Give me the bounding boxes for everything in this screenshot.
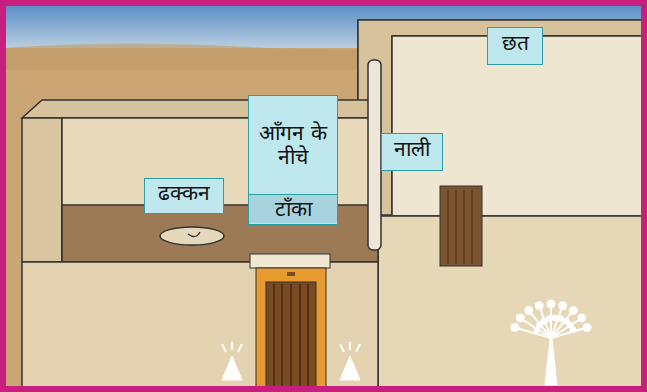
door-decoration — [222, 342, 360, 380]
building-front-wall — [378, 216, 647, 392]
roof-label: छत — [487, 27, 543, 65]
tree-leaf — [547, 300, 555, 308]
roof-parapet — [358, 20, 647, 215]
tree-branch — [550, 304, 552, 338]
pipe-label: नाली — [381, 133, 443, 171]
tree-leaf — [583, 323, 591, 331]
courtyard-front-wall — [22, 262, 378, 392]
tree-leaf — [516, 314, 524, 322]
tree-leaf — [578, 314, 586, 322]
tree-leaf — [511, 323, 519, 331]
inner-door — [440, 186, 482, 266]
tree-motif — [511, 300, 591, 385]
tank-lid — [160, 227, 224, 245]
tree-leaf — [559, 302, 567, 310]
door-frame — [256, 268, 326, 392]
tree-leaf — [525, 306, 533, 314]
door-planks — [448, 190, 472, 264]
courtyard-left-wall — [22, 118, 62, 262]
tree-leaf — [570, 327, 576, 333]
main-door — [266, 282, 316, 392]
tree-branch — [551, 318, 582, 338]
label-text: छत — [488, 28, 542, 59]
lid-handle — [188, 232, 200, 237]
main-door-planks — [274, 284, 308, 392]
door-latch — [287, 272, 295, 276]
lid-label: ढक्कन — [144, 178, 224, 214]
frame-border — [3, 3, 644, 389]
drain-pipe — [368, 60, 381, 250]
label-body-text: टाँका — [249, 194, 337, 223]
label-text: ढक्कन — [145, 179, 223, 208]
label-text: आँगन के नीचे — [249, 96, 337, 194]
tree-leaf — [535, 302, 543, 310]
label-text: नाली — [382, 134, 442, 165]
tree-branch — [551, 327, 587, 338]
tree-leaf — [569, 306, 577, 314]
roof-building — [358, 20, 647, 392]
tank-label: आँगन के नीचेटाँका — [248, 95, 338, 225]
door-lintel — [250, 254, 330, 268]
tree-branch — [529, 310, 551, 338]
